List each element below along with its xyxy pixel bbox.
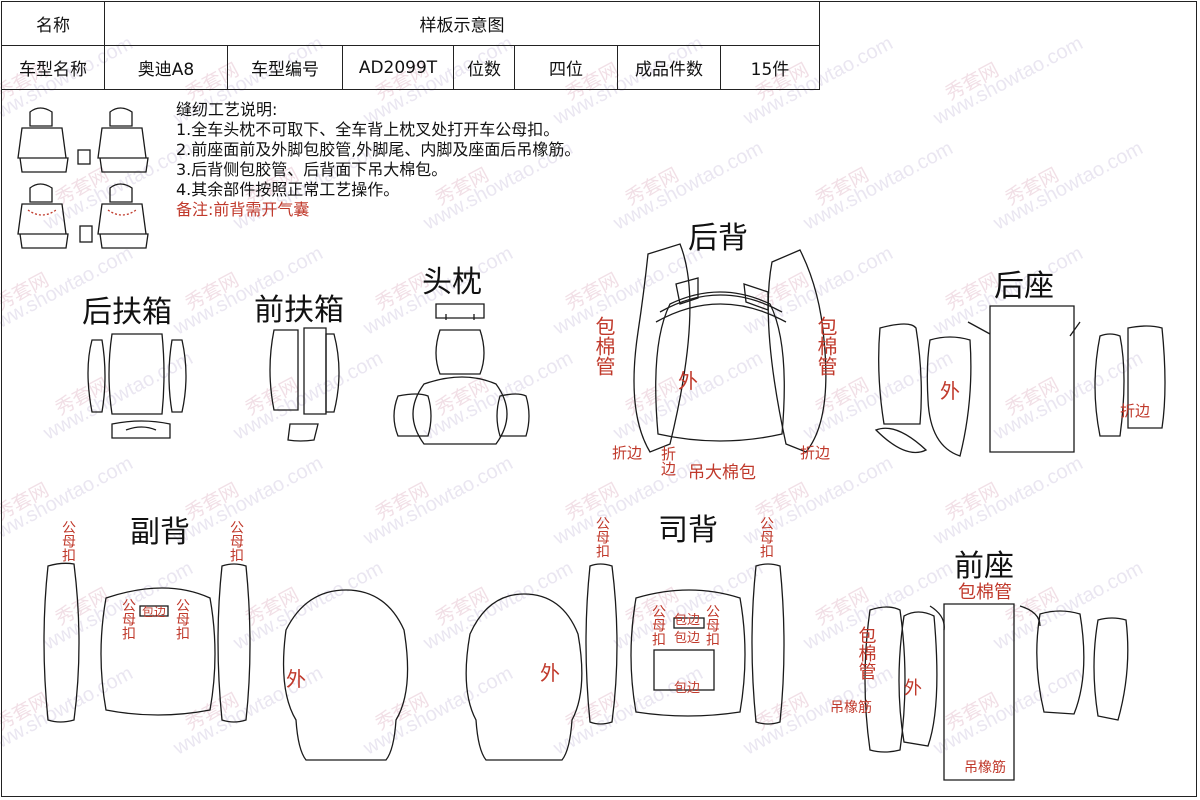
rear-armrest-pieces — [87, 333, 187, 439]
title-rear-armrest: 后扶箱 — [82, 295, 172, 330]
anno-pipe-front-seat-v: 包棉管 — [856, 626, 877, 680]
anno-fold-right: 折边 — [800, 444, 830, 462]
anno-outer-rear-seat: 外 — [940, 379, 960, 403]
front-seat-pieces — [864, 603, 1129, 781]
model-name-value: 奥迪A8 — [104, 45, 228, 90]
anno-mf-button-db-left: 公母扣 — [594, 516, 610, 558]
pieces-value: 15件 — [720, 45, 820, 90]
anno-outer-front-seat: 外 — [904, 678, 922, 699]
title-rear-back: 后背 — [688, 221, 748, 256]
anno-pipe-right: 包棉管 — [814, 316, 838, 376]
seats-value: 四位 — [514, 45, 618, 90]
passenger-back-pieces — [43, 562, 409, 761]
anno-mf-button-pb-center-right: 公母扣 — [174, 598, 190, 640]
rear-back-pieces — [633, 243, 827, 453]
driver-back-pieces — [465, 563, 785, 761]
anno-fold-rear-seat: 折边 — [1120, 402, 1150, 420]
notes-item: 2.前座面前及外脚包胶管,外脚尾、内脚及座面后吊橡筋。 — [176, 140, 581, 159]
anno-mf-button-db-center-left: 公母扣 — [650, 604, 666, 646]
anno-outer-rear-back: 外 — [678, 369, 698, 393]
title-front-seat: 前座 — [954, 549, 1014, 584]
model-code-label: 车型编号 — [227, 45, 343, 90]
notes-remark: 备注:前背需开气囊 — [176, 200, 310, 219]
anno-pipe-left: 包棉管 — [592, 316, 616, 376]
name-value: 样板示意图 — [104, 1, 820, 46]
seat-thumbnail-rear — [17, 183, 149, 249]
headrest-pieces — [393, 303, 530, 445]
title-rear-seat: 后座 — [994, 269, 1054, 304]
anno-hang-cotton: 吊大棉包 — [688, 463, 756, 483]
title-passenger-back: 副背 — [130, 515, 190, 550]
seat-thumbnail-front — [17, 107, 149, 173]
pieces-label: 成品件数 — [617, 45, 721, 90]
anno-outer-pb: 外 — [286, 667, 306, 691]
anno-wrap-edge-db-1: 包边 — [674, 613, 700, 628]
front-armrest-pieces — [269, 327, 340, 442]
notes-item: 3.后背侧包胶管、后背面下吊大棉包。 — [176, 160, 448, 179]
notes-item: 1.全车头枕不可取下、全车背上枕叉处打开车公母扣。 — [176, 120, 560, 139]
info-table: 名称 样板示意图 车型名称 奥迪A8 车型编号 AD2099T 位数 四位 成品… — [1, 1, 820, 90]
title-front-armrest: 前扶箱 — [254, 293, 344, 328]
rear-seat-pieces — [874, 305, 1166, 457]
anno-wrap-edge-pb: 包边 — [142, 605, 166, 619]
model-code-value: AD2099T — [342, 45, 454, 90]
anno-mf-button-db-center-right: 公母扣 — [704, 604, 720, 646]
anno-mf-button-pb-center-left: 公母扣 — [120, 598, 136, 640]
notes-title: 缝纫工艺说明: — [176, 100, 278, 119]
anno-wrap-edge-db-3: 包边 — [674, 681, 700, 696]
anno-mf-button-db-right: 公母扣 — [758, 516, 774, 558]
sewing-notes: 缝纫工艺说明: 1.全车头枕不可取下、全车背上枕叉处打开车公母扣。 2.前座面前… — [176, 100, 580, 220]
notes-item: 4.其余部件按照正常工艺操作。 — [176, 180, 400, 199]
anno-pipe-front-seat: 包棉管 — [958, 582, 1012, 603]
title-headrest: 头枕 — [422, 265, 482, 300]
anno-mf-button-pb-left: 公母扣 — [60, 520, 76, 562]
title-driver-back: 司背 — [658, 513, 718, 548]
anno-outer-db: 外 — [540, 661, 560, 685]
anno-mf-button-pb-right: 公母扣 — [228, 520, 244, 562]
anno-fold-left: 折边 — [612, 444, 642, 462]
anno-elastic-side: 吊橡筋 — [830, 699, 872, 716]
anno-elastic-bottom: 吊橡筋 — [964, 759, 1006, 776]
anno-wrap-edge-db-2: 包边 — [674, 631, 700, 646]
anno-fold-v: 折边 — [659, 446, 677, 477]
